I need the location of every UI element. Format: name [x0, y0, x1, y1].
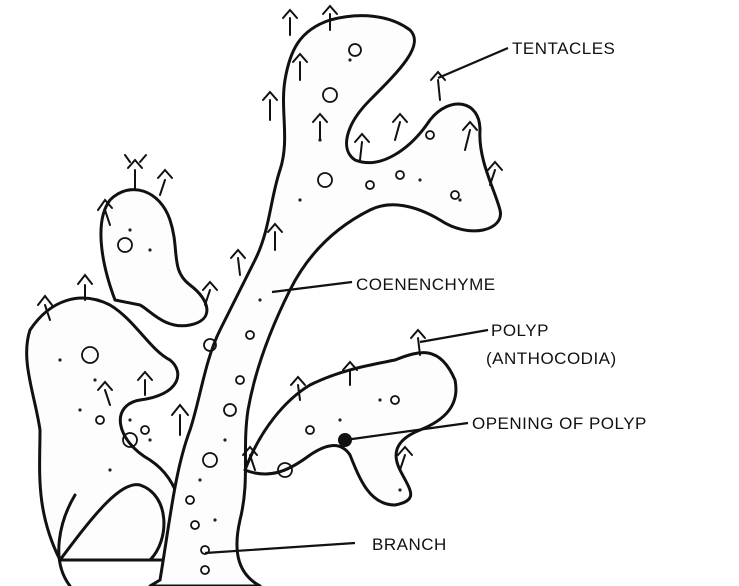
- label-branch: BRANCH: [372, 535, 447, 554]
- label-tentacles: TENTACLES: [512, 39, 615, 58]
- label-polyp: POLYP: [491, 321, 549, 340]
- label-coenenchyme: COENENCHYME: [356, 275, 496, 294]
- label-opening-of-polyp: OPENING OF POLYP: [472, 414, 647, 433]
- label-anthocodia: (ANTHOCODIA): [486, 349, 617, 368]
- colony-body: [27, 16, 501, 586]
